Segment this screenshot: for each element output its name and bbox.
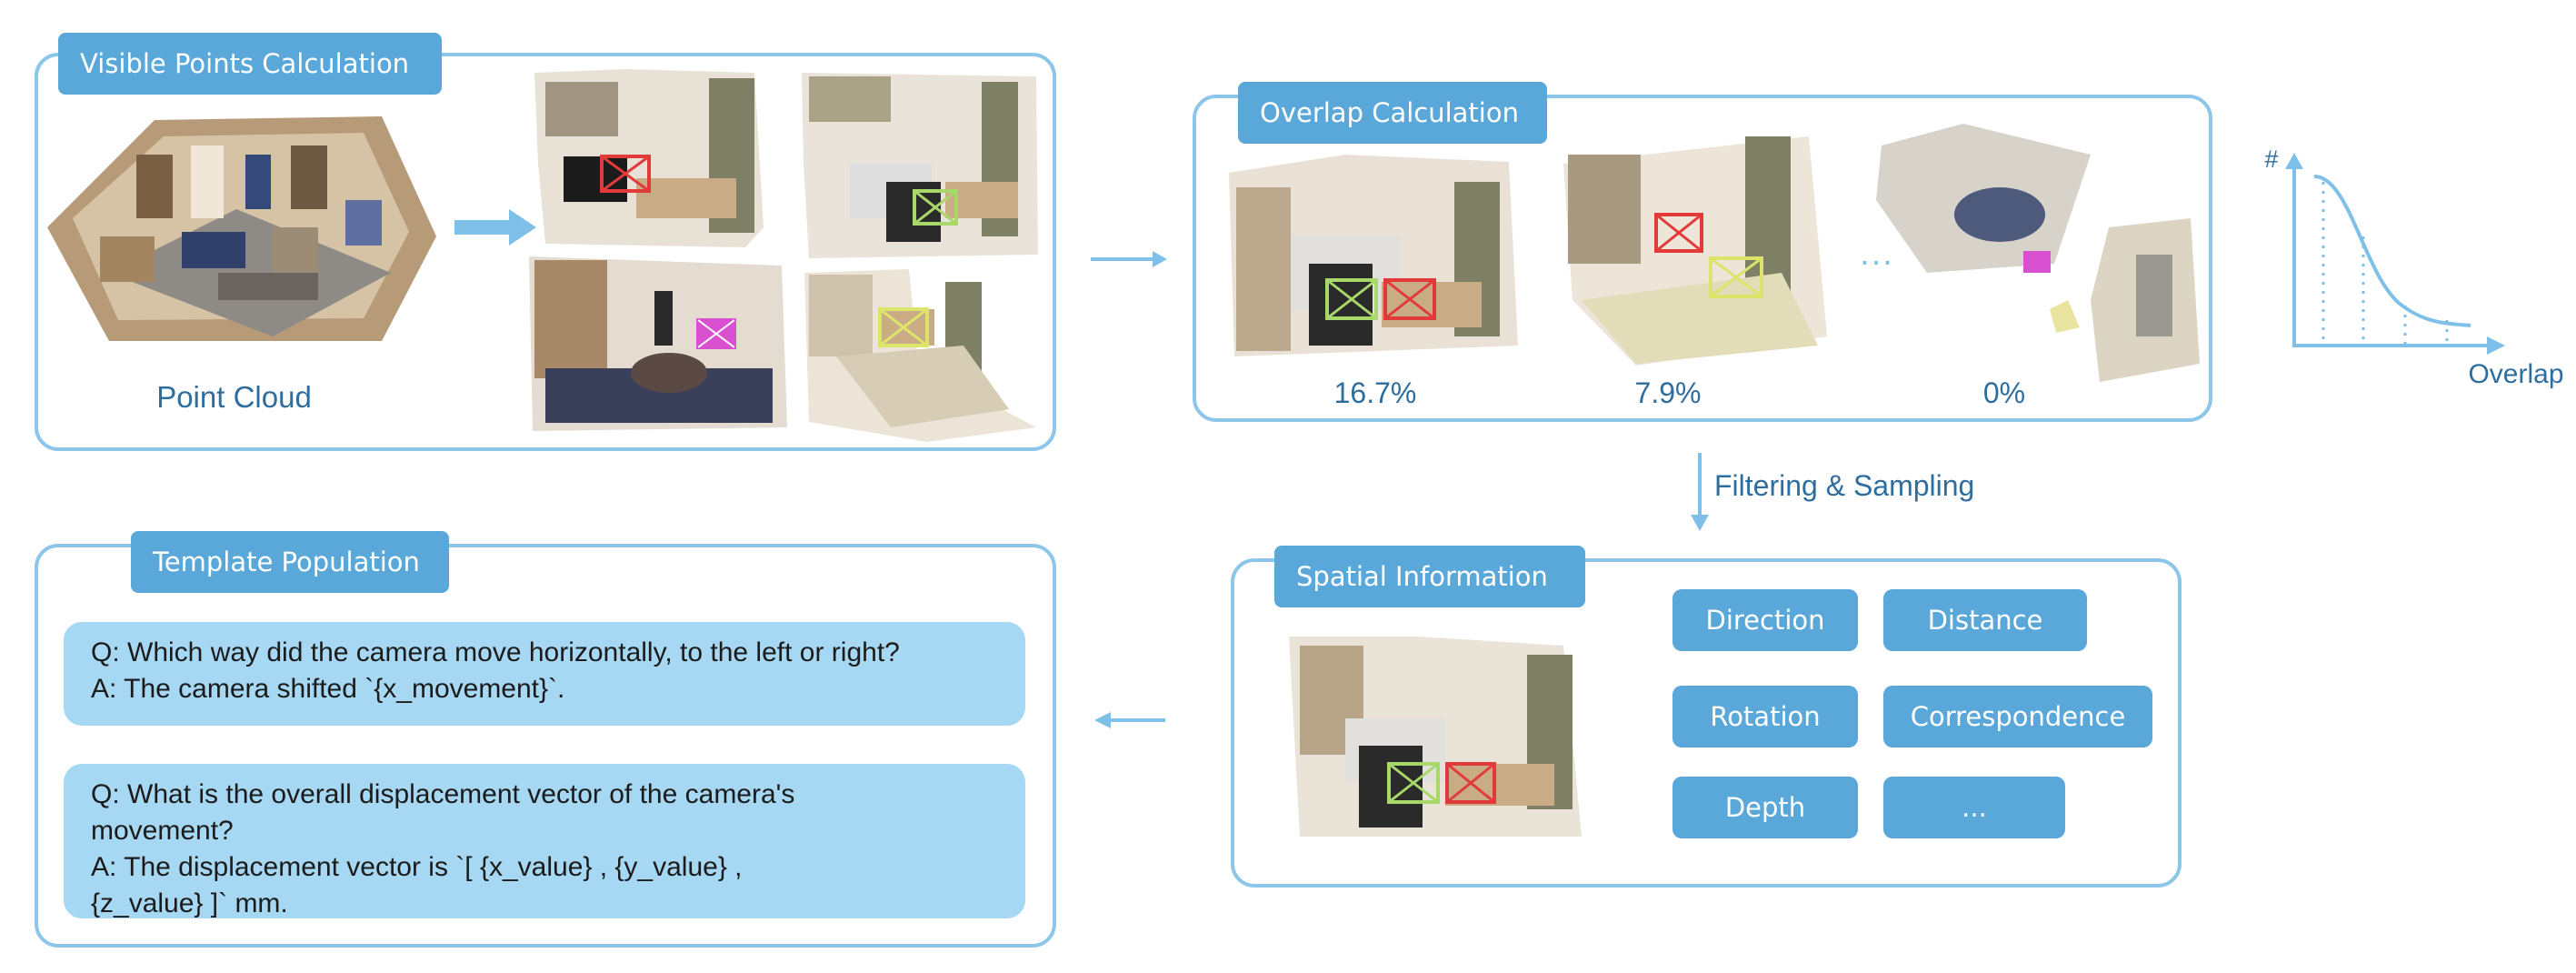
curve-y-label: # (2264, 145, 2279, 173)
chip-more: ... (1883, 777, 2065, 838)
template-title: Template Population (131, 531, 449, 593)
chip-depth: Depth (1672, 777, 1858, 838)
chip-direction: Direction (1672, 589, 1858, 651)
qa-card-1: Q: Which way did the camera move horizon… (64, 622, 1025, 726)
chip-correspondence: Correspondence (1883, 686, 2152, 747)
overlap-value-3: 0% (1982, 376, 2026, 409)
qa-2-answer: A: The displacement vector is `[ {x_valu… (91, 852, 750, 918)
visible-points-title: Visible Points Calculation (58, 33, 442, 95)
chip-rotation: Rotation (1672, 686, 1858, 747)
point-cloud-label: Point Cloud (156, 380, 312, 414)
overlap-value-2: 7.9% (1634, 376, 1702, 409)
qa-1-question: Q: Which way did the camera move horizon… (91, 637, 900, 667)
qa-1-answer: A: The camera shifted `{x_movement}`. (91, 674, 565, 704)
spatial-info-title: Spatial Information (1274, 546, 1585, 607)
chip-distance: Distance (1883, 589, 2087, 651)
qa-2-question: Q: What is the overall displacement vect… (91, 779, 803, 846)
qa-card-2: Q: What is the overall displacement vect… (64, 764, 1025, 918)
overlap-ellipsis: ... (1860, 235, 1894, 273)
filter-sampling-label: Filtering & Sampling (1714, 469, 1975, 502)
overlap-value-1: 16.7% (1333, 376, 1417, 409)
overlap-title: Overlap Calculation (1238, 82, 1547, 144)
curve-x-label: Overlap (2468, 359, 2564, 389)
overlap-panel (1193, 95, 2212, 422)
